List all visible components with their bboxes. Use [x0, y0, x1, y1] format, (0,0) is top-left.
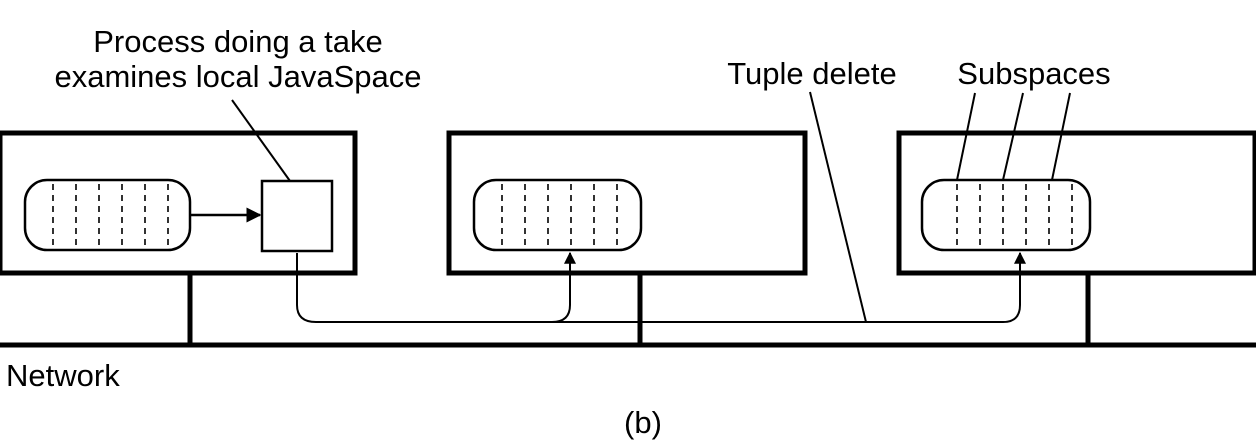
- tuple-delete-label: Tuple delete: [727, 56, 896, 91]
- subspace-callout-line-3: [1051, 92, 1071, 181]
- network-label: Network: [6, 358, 120, 393]
- machine-middle-box: [446, 130, 808, 276]
- javaspace-middle: [472, 178, 643, 252]
- process-label-line1: Process doing a take: [93, 24, 383, 59]
- process-label-line2: examines local JavaSpace: [54, 59, 421, 94]
- javaspace-left: [23, 178, 192, 252]
- process-box: [260, 179, 334, 253]
- tuple-delete-path-to-middle: [296, 251, 576, 323]
- subspace-callout-line-2: [1002, 92, 1024, 181]
- javaspace-right: [920, 178, 1092, 252]
- machine-left-box: [0, 130, 358, 276]
- process-callout-line: [231, 99, 291, 182]
- subspace-callout-line-1: [956, 92, 976, 181]
- machine-right-box: [896, 130, 1256, 276]
- tuple-delete-path-to-right: [552, 251, 1026, 323]
- caption: (b): [624, 405, 662, 440]
- tuple-delete-callout-line: [809, 91, 867, 323]
- subspaces-label: Subspaces: [957, 56, 1110, 91]
